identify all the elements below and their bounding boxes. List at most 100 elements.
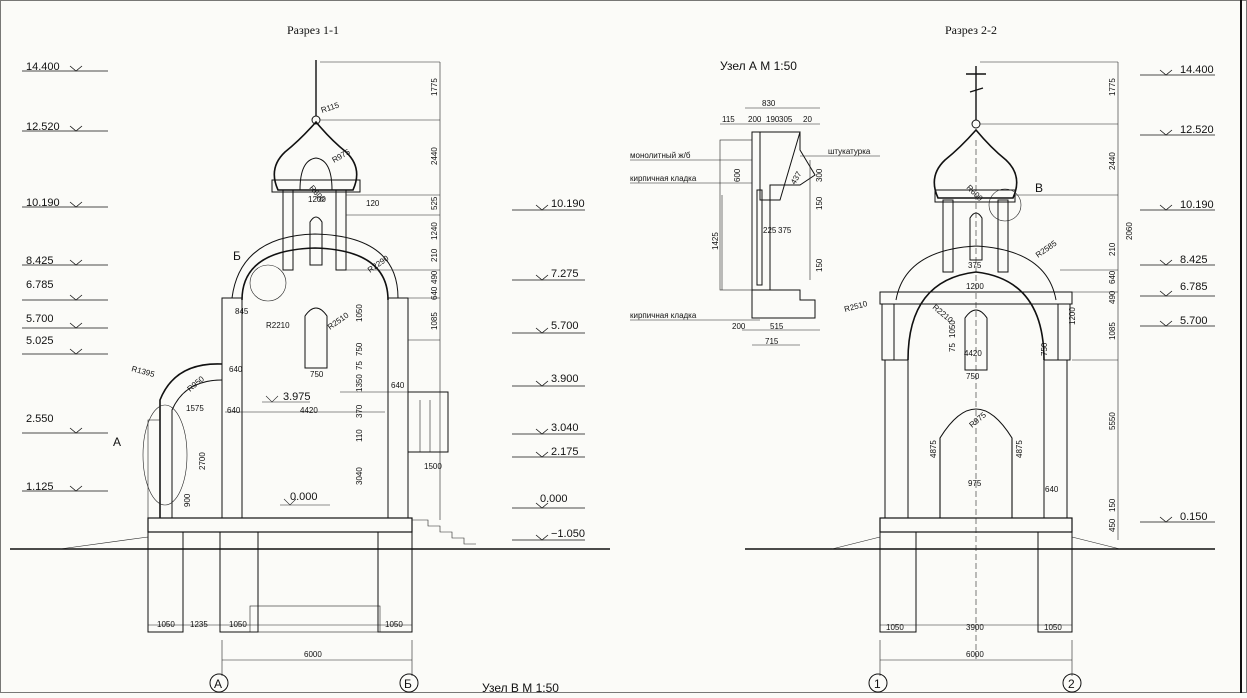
section-1-level-marks-left: 14.400 12.520 10.190 8.425 6.785 5.700 5… [22,61,108,493]
section-1-title: Разрез 1-1 [287,23,339,37]
s2-level-3: 10.190 [1180,199,1214,211]
axis-a-label: А [214,677,222,691]
s2-rdim-1: 1775 [1108,78,1117,96]
s2-idim-7: 4875 [929,440,938,458]
s2-node-mark-v: В [1035,181,1043,195]
node-a-title: Узел А М 1:50 [720,59,797,73]
radius-r950: R950 [186,374,207,394]
node-a-labels: монолитный ж/б кирпичная кладка штукатур… [630,147,871,320]
node-a-dim-2: 115 [722,115,735,124]
node-mark-a: А [113,435,121,449]
vdim-11: 75 [355,361,364,370]
level-right-3: 5.700 [551,320,579,332]
level-left-1: 14.400 [26,61,60,73]
idim-6: 640 [391,381,405,390]
s2-rdim-11: 150 [1108,498,1117,512]
node-v-title: Узел В М 1:50 [482,681,559,693]
node-a-label-brick-1: кирпичная кладка [630,174,697,183]
s2-rdim-6: 490 [1108,290,1117,304]
node-a-dim-7: 600 [733,168,742,182]
level-left-6: 5.700 [26,313,54,325]
axis-1-marker [868,673,888,693]
axis-b-label: Б [404,677,412,691]
s2-rdim-12: 450 [1108,518,1117,532]
s2-level-5: 6.785 [1180,281,1208,293]
s2-rdim-3: 2060 [1125,222,1134,240]
axis-b-marker [399,673,419,693]
node-a-dim-8: 300 [815,168,824,182]
s2-level-2: 12.520 [1180,124,1214,136]
section-1-bottom-dims: 1050 1235 1050 1050 6000 [157,620,403,659]
axis-2-label: 2 [1068,677,1075,691]
s2-level-1: 14.400 [1180,64,1214,76]
level-right-5: 3.040 [551,422,579,434]
section-1-vertical-dims: 1775 2440 525 1240 210 490 640 1085 1050… [355,78,439,485]
section-2-drawing [745,61,1215,693]
node-a-dim-5: 305 [779,115,793,124]
section-2-inner-dims: 1050 75 375 1200 4420 750 4875 4875 975 … [929,261,1059,494]
level-left-5: 6.785 [26,279,54,291]
s2-idim-10: 640 [1045,485,1059,494]
s2-idim-2: 75 [948,343,957,352]
radius-r2290: R2290 [366,253,391,274]
radius-r2210: R2210 [266,321,290,330]
vdim-2: 2440 [430,147,439,165]
node-mark-b: Б [233,249,241,263]
vdim-8: 1085 [430,312,439,330]
section-1-drawing [10,60,610,693]
idim-11: 900 [183,493,192,507]
s2-radius-5: R975 [968,410,989,430]
bdim-3: 1050 [229,620,247,629]
vdim-1: 1775 [430,78,439,96]
radius-r115: R115 [320,100,341,114]
s2-bdim-3: 1050 [1044,623,1062,632]
s2-rdim-8: 1085 [1108,322,1117,340]
node-a-dim-10: 150 [815,196,824,210]
radius-r1395: R1395 [130,364,156,379]
vdim-7: 640 [430,286,439,300]
level-left-8: 2.550 [26,413,54,425]
vdim-9: 1050 [355,304,364,322]
bdim-4: 1050 [385,620,403,629]
s2-rdim-5: 640 [1108,270,1117,284]
idim-8: 640 [227,406,241,415]
idim-5: 640 [229,365,243,374]
bdim-5: 6000 [304,650,322,659]
bdim-2: 1235 [190,620,208,629]
idim-1: 1200 [308,195,326,204]
level-left-9: 1.125 [26,481,54,493]
level-right-7: 0.000 [540,493,568,505]
vdim-13: 370 [355,404,364,418]
s2-idim-3: 375 [968,261,982,270]
node-a-dim-11: 225 [763,226,777,235]
level-left-3: 10.190 [26,197,60,209]
section-1-radii: R115 R975 R600 R2290 R2210 R2510 R1395 R… [130,100,390,393]
s2-rdim-4: 210 [1108,242,1117,256]
level-right-2: 7.275 [551,268,579,280]
s2-level-4: 8.425 [1180,254,1208,266]
s2-level-6: 5.700 [1180,315,1208,327]
s2-rdim-7: 1200 [1068,307,1077,325]
s2-idim-5: 4420 [964,349,982,358]
idim-2: 120 [366,199,380,208]
bdim-1: 1050 [157,620,175,629]
level-left-2: 12.520 [26,121,60,133]
axis-a-marker [209,673,229,693]
axis-2-marker [1062,673,1082,693]
section-2-radii: R600 R2585 R2510 R2210 R975 [843,183,1059,429]
node-a-drawing [630,107,880,346]
s2-radius-3: R2510 [843,299,869,314]
level-right-4: 3.900 [551,373,579,385]
idim-3: 845 [235,307,249,316]
inner-level-2: 0.000 [290,491,318,503]
axis-1-label: 1 [874,677,881,691]
section-2-title: Разрез 2-2 [945,23,997,37]
s2-bdim-4: 6000 [966,650,984,659]
level-left-4: 8.425 [26,255,54,267]
node-a-dim-3: 200 [748,115,762,124]
radius-r2510: R2510 [326,310,351,331]
s2-rdim-2: 2440 [1108,152,1117,170]
